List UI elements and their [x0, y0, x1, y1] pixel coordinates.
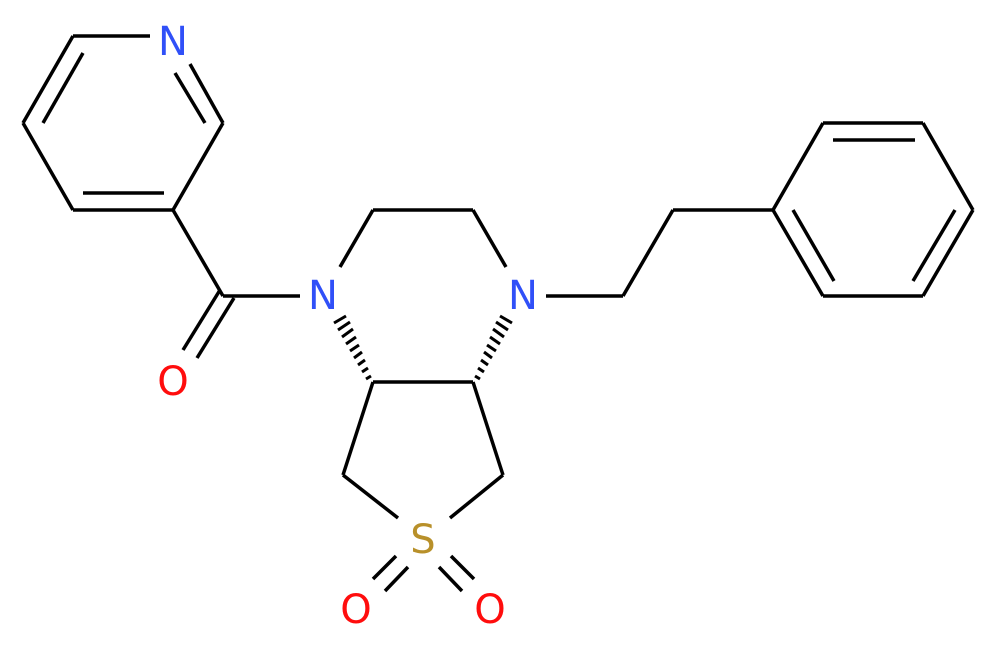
atom-labels: N N N O S O O — [157, 19, 538, 633]
stereo-hashed-wedges — [333, 314, 513, 381]
amide-nitrogen-label: N — [308, 273, 338, 319]
sulfonyl-oxygen-2-label: O — [474, 587, 505, 633]
amine-nitrogen-label: N — [508, 273, 538, 319]
pyridine-nitrogen-label: N — [158, 19, 188, 65]
sulfur-label: S — [410, 517, 435, 563]
phenethyl-chain — [546, 208, 773, 298]
carbonyl-group — [171, 209, 300, 359]
carbonyl-oxygen-label: O — [157, 359, 188, 405]
sulfonyl-oxygen-1-label: O — [340, 587, 371, 633]
phenyl-ring — [771, 121, 975, 298]
sulfolane-ring — [341, 381, 505, 593]
pyrazine-ring — [338, 208, 508, 384]
pyridine-ring — [21, 34, 225, 212]
